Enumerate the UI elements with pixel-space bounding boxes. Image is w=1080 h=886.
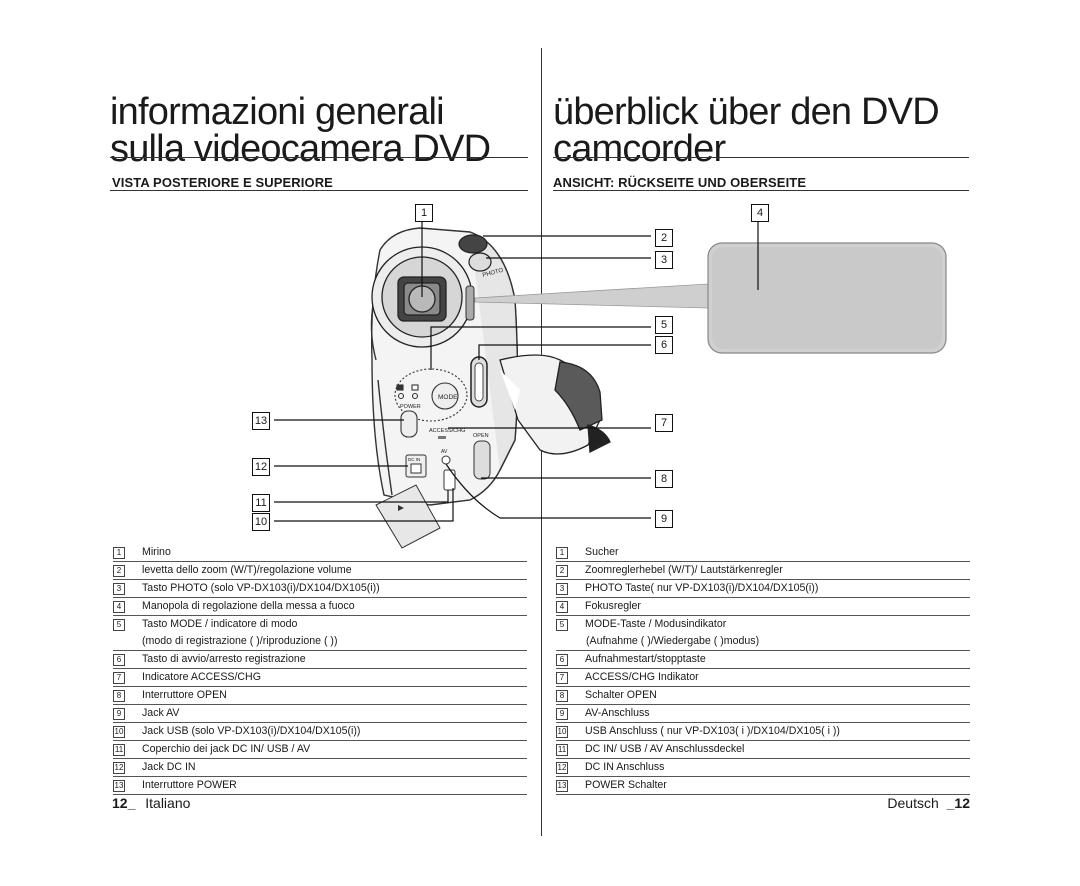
access-indicator bbox=[438, 436, 446, 439]
leader-lines bbox=[274, 218, 759, 522]
page-title-italian: informazioni generali sulla videocamera … bbox=[110, 91, 491, 170]
svg-text:OPEN: OPEN bbox=[473, 433, 489, 439]
usb-jack bbox=[443, 469, 456, 491]
svg-text:PHOTO: PHOTO bbox=[482, 268, 504, 279]
hand-strap bbox=[499, 354, 611, 455]
av-jack bbox=[441, 455, 451, 465]
svg-text:ACCESS/CHG: ACCESS/CHG bbox=[429, 428, 465, 434]
zoom-lever: PHOTO bbox=[458, 234, 504, 279]
svg-text:AV: AV bbox=[441, 449, 448, 455]
title-rule-left bbox=[110, 157, 528, 158]
section-title-german: ANSICHT: RÜCKSEITE UND OBERSEITE bbox=[553, 175, 807, 190]
footer-german: Deutsch _12 bbox=[887, 795, 970, 811]
jack-cover bbox=[375, 484, 441, 549]
page-title-german: überblick über den DVD camcorder bbox=[553, 91, 940, 170]
subtitle-rule-left bbox=[110, 190, 528, 191]
title-rule-right bbox=[553, 157, 969, 158]
camcorder-diagram: PHOTO MODE POWER ACCESS/CHG OPEN DC IN A… bbox=[274, 218, 947, 549]
svg-text:POWER: POWER bbox=[400, 404, 421, 410]
page-number-right: _12 bbox=[946, 795, 970, 811]
section-title-italian: VISTA POSTERIORE E SUPERIORE bbox=[112, 175, 333, 190]
open-switch bbox=[473, 440, 491, 480]
svg-text:DC IN: DC IN bbox=[408, 457, 420, 462]
page-number-left: 12_ bbox=[112, 795, 136, 811]
focus-dial bbox=[465, 285, 475, 321]
footer-italian: 12_ Italiano bbox=[112, 795, 190, 811]
language-label-right: Deutsch bbox=[887, 795, 939, 811]
svg-text:MODE: MODE bbox=[438, 394, 458, 401]
language-label-left: Italiano bbox=[145, 795, 191, 811]
subtitle-rule-right bbox=[553, 190, 969, 191]
mode-panel: MODE POWER bbox=[394, 368, 468, 438]
